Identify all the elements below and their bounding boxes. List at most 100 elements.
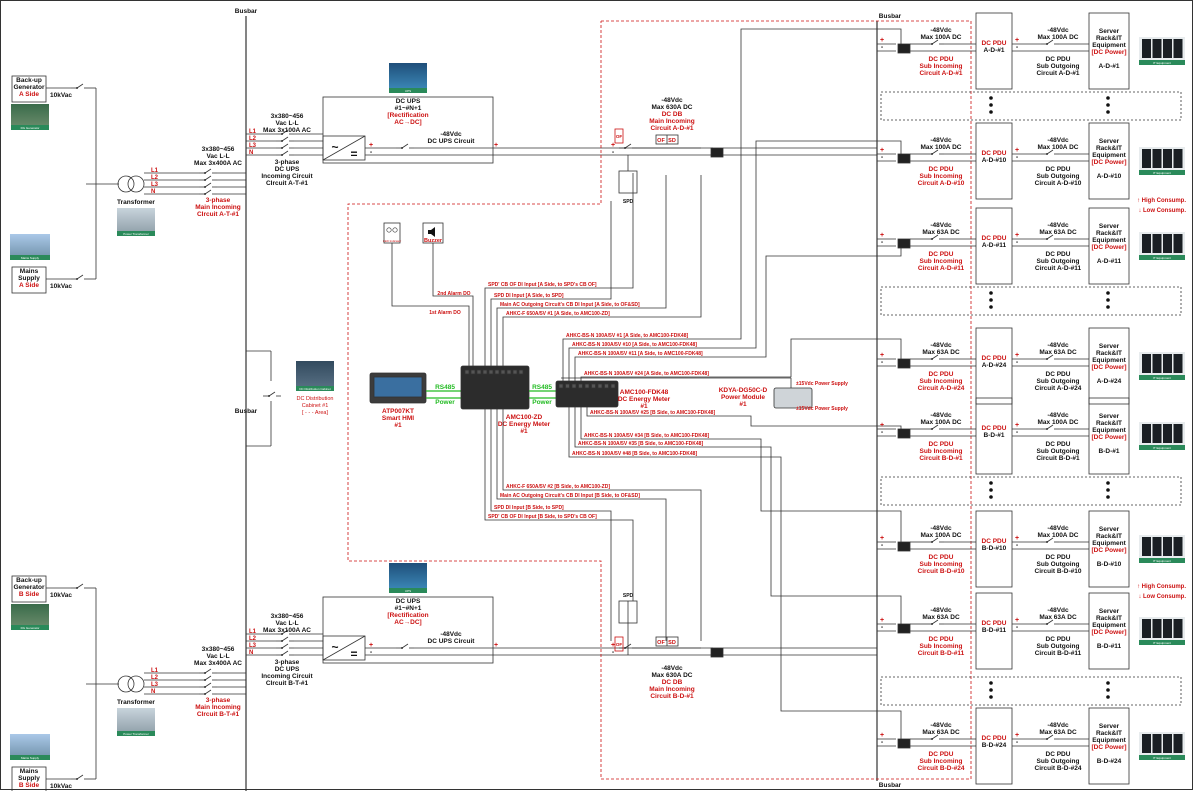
server-rack-box <box>1088 122 1130 200</box>
dc-pdu-id: B-D-#10 <box>982 545 1007 552</box>
server-rack-photo-caption: IT Equipment <box>1153 376 1171 380</box>
branch-in-spec: -48Vdc <box>930 342 952 349</box>
ellipsis-dot <box>989 96 993 100</box>
server-rack-photo-caption-bar <box>1139 60 1185 65</box>
dc-pdu-id: A-D-#1 <box>984 47 1005 54</box>
rack-cabinet <box>1163 149 1172 168</box>
terminal <box>512 369 518 375</box>
server-rack-label: Server <box>1099 413 1120 420</box>
wire <box>204 682 212 688</box>
server-rack-label: [DC Power] <box>1091 244 1126 251</box>
wire <box>1046 234 1054 240</box>
ct-sensor <box>897 153 911 164</box>
rack-cabinet <box>1163 39 1172 58</box>
breaker-contact <box>204 172 206 174</box>
signal-wire-a <box>502 175 702 366</box>
positive-mark: + <box>880 37 884 44</box>
terminal <box>494 369 500 375</box>
wire <box>281 636 289 642</box>
rack-cabinet <box>1173 234 1183 253</box>
dc-pdu-title: DC PDU <box>982 150 1007 157</box>
wire <box>76 274 84 280</box>
dc-ups-circuit-label: -48Vdc <box>440 131 462 138</box>
ellipsis-dot <box>989 695 993 699</box>
branch-in-spec: Max 100A DC <box>921 419 962 426</box>
transformer-label: Transformer <box>117 199 155 206</box>
dc-ups-rectification: [Rectification <box>387 612 428 619</box>
positive-mark: + <box>1015 422 1019 429</box>
ups-incoming-label: Incoming Circuit <box>261 673 313 680</box>
breaker-contact <box>204 686 206 688</box>
ellipsis-dot <box>1106 305 1110 309</box>
breaker-contact <box>204 193 206 195</box>
wire <box>281 136 289 142</box>
terminal <box>488 369 494 375</box>
server-rack-photo-caption: IT Equipment <box>1153 61 1171 65</box>
sub-outgoing-label: Sub Outgoing <box>1037 561 1080 568</box>
amc100-zd-device <box>460 365 530 410</box>
ct-label-b: AHKC-BS-N 100A/5V #34 [B Side, to AMC100… <box>584 433 709 439</box>
sub-outgoing-label: Sub Outgoing <box>1037 258 1080 265</box>
dc-pdu-id: A-D-#10 <box>982 157 1007 164</box>
rack-cabinet <box>1173 537 1183 556</box>
rack-cabinet <box>1152 424 1162 443</box>
server-rack-photo: IT Equipment <box>1139 352 1185 380</box>
server-rack-id: B-D-#24 <box>1097 758 1122 765</box>
power-module-label: Power Module <box>721 394 765 401</box>
dc-db-label: Circuit A-D-#1 <box>650 125 693 132</box>
ellipsis-dot <box>1106 96 1110 100</box>
ct-sensor <box>897 428 911 439</box>
dc-pdu-id: A-D-#24 <box>982 362 1007 369</box>
rack-cabinet <box>1173 39 1183 58</box>
negative-mark: - <box>1016 239 1019 246</box>
server-rack-label: Equipment <box>1092 622 1126 629</box>
ct-label-a: AHKC-BS-N 100A/5V #24 [A Side, to AMC100… <box>584 371 709 377</box>
wire <box>401 643 409 649</box>
rack-cabinet <box>1152 734 1162 753</box>
wire <box>1046 354 1054 360</box>
main-incoming-label: CIrcuit A-T-#1 <box>197 211 239 218</box>
breaker-contact <box>76 587 78 589</box>
main-incoming-label: CIrcuit B-T-#1 <box>197 711 240 718</box>
generator-photo-caption-bar <box>11 625 49 630</box>
ups-phase-label: N <box>249 650 253 656</box>
generator-voltage: 10kVac <box>50 92 72 99</box>
power-label: Power <box>435 399 455 406</box>
branch-in-spec: Max 100A DC <box>921 532 962 539</box>
dc-db-label: Max 630A DC <box>652 104 693 111</box>
ellipsis-dot <box>1106 298 1110 302</box>
alarm1-wire <box>391 243 470 366</box>
breaker-contact <box>76 278 78 280</box>
ellipsis-dot <box>1106 695 1110 699</box>
sub-incoming-label: Sub Incoming <box>920 758 963 765</box>
terminal <box>565 383 570 389</box>
spd-label: SPD <box>623 199 634 205</box>
mains-photo: Mains Supply <box>10 234 50 260</box>
buzzer-label: Buzzer <box>424 238 443 244</box>
rack-cabinet <box>1142 734 1151 753</box>
ups-photo-caption: UPS <box>405 89 411 93</box>
breaker-contact <box>76 778 78 780</box>
branch-in-spec: Max 63A DC <box>922 729 960 736</box>
dc-ups-title: #1~#N+1 <box>395 605 422 612</box>
server-rack-label: Rack&IT <box>1096 145 1122 152</box>
signal-wire-a <box>490 201 612 366</box>
dc-cabinet-label: [ - - - Area] <box>302 410 328 416</box>
smart-hmi-label: ATP007KT <box>382 408 414 415</box>
sub-incoming-label: DC PDU <box>929 554 954 561</box>
generator-photo-caption: DG Generator <box>21 126 40 130</box>
terminal <box>464 369 470 375</box>
sd-label: SD <box>668 138 676 144</box>
sub-outgoing-label: DC PDU <box>1046 56 1071 63</box>
sub-outgoing-label: Circuit B-D-#11 <box>1035 650 1082 657</box>
server-rack-label: [DC Power] <box>1091 159 1126 166</box>
dc-cabinet-photo: DC Distribution Cabinet <box>296 361 334 391</box>
branch-out-spec: Max 100A DC <box>1038 144 1079 151</box>
ct-wire-a <box>574 246 902 381</box>
breaker-contact <box>1046 238 1048 240</box>
ups-phase-label: L2 <box>249 636 257 642</box>
alarm2-wire <box>432 243 474 366</box>
dc-busbar-label-top: Busbar <box>879 13 902 20</box>
ellipsis-dot <box>1106 681 1110 685</box>
